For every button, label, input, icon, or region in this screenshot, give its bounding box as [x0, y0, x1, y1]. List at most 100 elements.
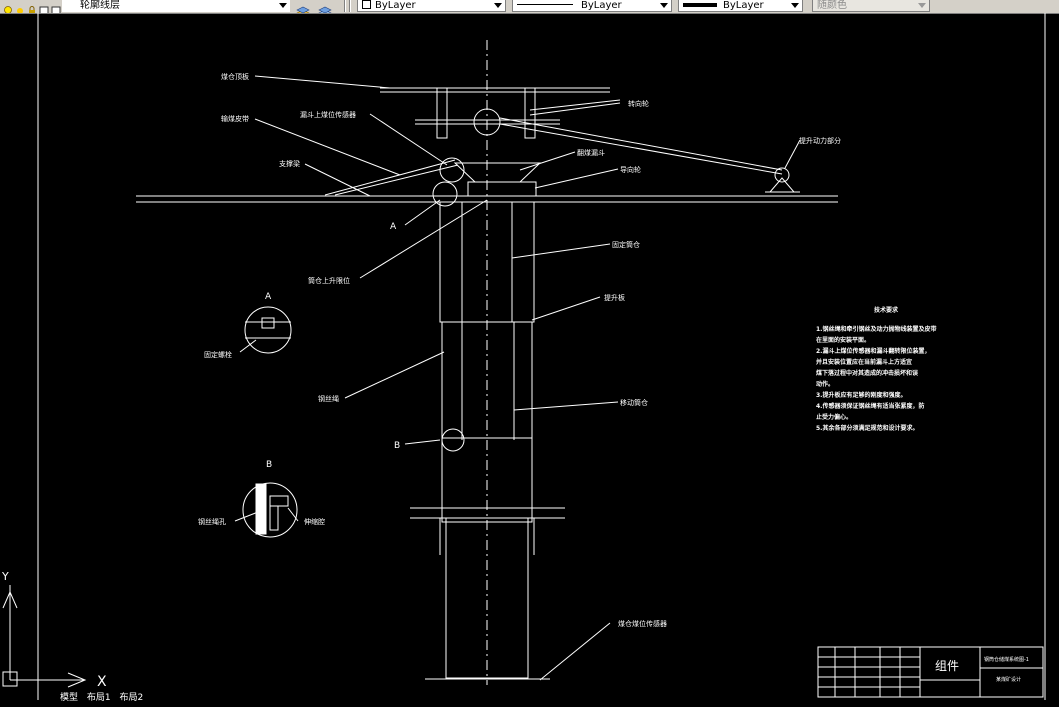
title-block-frame [817, 646, 1044, 698]
lower-tube [445, 517, 529, 679]
label-wire-rope: 钢丝绳 [318, 394, 339, 403]
top-post-right [524, 87, 536, 139]
flip-hopper-shape [453, 162, 542, 183]
leader-line [519, 151, 576, 171]
leader-line [287, 507, 299, 522]
label-fixed-bolt: 固定螺栓 [204, 350, 232, 359]
conveyor-pulley [439, 157, 465, 183]
ucs-y-arrow [2, 590, 18, 609]
linetype-dropdown[interactable]: ByLayer [512, 0, 672, 12]
leader-line [404, 439, 441, 445]
layer-dropdown[interactable]: 轮廓线层 [62, 0, 290, 12]
leader-line [784, 139, 801, 169]
detail-a-circle [432, 181, 458, 207]
callout-a: A [390, 222, 397, 232]
label-hoist-power: 提升动力部分 [799, 136, 841, 145]
leader-line [534, 168, 619, 189]
layer-previous-icon[interactable] [318, 1, 332, 13]
sun-icon[interactable] [15, 1, 25, 13]
callout-b: B [394, 441, 400, 451]
properties-toolbar: 轮廓线层 ByLayer ByLayer ByLayer 随颜色 [0, 0, 1059, 14]
color-dropdown[interactable]: ByLayer [357, 0, 506, 12]
plot-style-dropdown: 随颜色 [812, 0, 930, 12]
hoist-drum [774, 167, 790, 183]
tab-layout1[interactable]: 布局1 [86, 693, 111, 703]
label-detail-b: B [266, 460, 272, 470]
label-silo-level-sensor: 煤仓煤位传感器 [618, 619, 667, 628]
conveyor-belt-line [334, 164, 459, 196]
guide-line [529, 99, 621, 111]
label-flip-hopper: 翻煤漏斗 [577, 148, 605, 157]
tech-requirements: 技术要求 1.钢丝绳和牵引钢丝及动力抛物线装置及皮带 在里面的安装平面。 2.漏… [816, 306, 936, 432]
cad-drawing[interactable]: 煤仓顶板 输煤皮带 漏斗上煤位传感器 支撑梁 转向轮 提升动力部分 翻煤漏斗 导… [0, 13, 1059, 703]
label-tube-upper-limit: 筒仓上升限位 [308, 276, 350, 285]
hoist-base [768, 177, 796, 193]
toolbar-separator [344, 0, 346, 12]
label-guide-wheel: 导向轮 [620, 165, 641, 174]
layer-swatch-icon[interactable] [51, 1, 61, 13]
detail-b-circle [441, 428, 465, 452]
turn-wheel-shape [473, 108, 501, 136]
detail-b-seal [269, 495, 289, 507]
label-wire-rope-hole: 钢丝绳孔 [198, 517, 226, 526]
lineweight-sample [683, 3, 717, 7]
leader-line [539, 622, 611, 681]
linetype-value: ByLayer [581, 0, 622, 11]
leader-line [529, 102, 621, 116]
detail-b-view [242, 482, 298, 538]
label-rubber-seal: 伸缩腔 [304, 517, 325, 526]
tech-req-line: 动作。 [816, 380, 834, 388]
color-swatch-icon [362, 0, 371, 9]
label-lift-plate: 提升板 [604, 293, 625, 302]
tab-model[interactable]: 模型 [60, 693, 79, 703]
ucs-y-label: Y [1, 570, 9, 583]
chevron-down-icon [791, 3, 799, 8]
leader-line [531, 296, 601, 321]
label-hopper-sensor: 漏斗上煤位传感器 [300, 110, 356, 119]
color-value: ByLayer [375, 0, 416, 11]
tab-layout2[interactable]: 布局2 [119, 693, 144, 703]
lineweight-dropdown[interactable]: ByLayer [678, 0, 803, 12]
chevron-down-icon [494, 3, 502, 8]
label-support-beam: 支撑梁 [279, 159, 300, 168]
detail-a-view [244, 306, 292, 354]
leader-line [304, 163, 371, 197]
leader-line [344, 351, 445, 399]
tech-req-line: 并且安装位置应在当前漏斗上方适宜 [816, 358, 912, 366]
top-post-left [436, 87, 448, 139]
color-square-icon[interactable] [39, 1, 49, 13]
hopper-base [467, 181, 537, 197]
leader-line [239, 339, 257, 353]
leader-line [404, 199, 441, 226]
ucs-x-label: X [97, 674, 107, 690]
leader-line [511, 243, 611, 259]
conveyor-belt-line [324, 159, 456, 196]
label-conveyor-belt: 输煤皮带 [221, 114, 249, 123]
layer-name: 轮廓线层 [80, 0, 120, 11]
lock-icon[interactable] [27, 1, 37, 13]
chevron-down-icon [918, 3, 926, 8]
label-turn-wheel: 转向轮 [628, 99, 649, 108]
plot-style-value: 随颜色 [817, 0, 847, 11]
leader-line [234, 511, 259, 522]
tech-req-line: 煤下落过程中对其造成的冲击损坏和误 [816, 369, 919, 377]
chevron-down-icon [660, 3, 668, 8]
title-block-subtitle: 某煤矿设计 [996, 676, 1021, 683]
leader-line [254, 118, 401, 176]
tech-req-title: 技术要求 [874, 306, 899, 314]
toolbar-separator [349, 0, 351, 12]
title-block-drawing-no: 钢筒仓储煤系统图-1 [984, 656, 1029, 663]
tech-req-line: 4.传感器须保证钢丝绳有适当张紧度，防 [816, 402, 924, 410]
layout-tabs: 模型 布局1 布局2 [60, 694, 149, 703]
moving-tube-outer [441, 321, 533, 523]
leader-line [359, 199, 488, 279]
hoist-rope [499, 117, 783, 171]
layer-manager-icon[interactable] [296, 1, 310, 13]
lightbulb-icon[interactable] [3, 1, 13, 13]
drawing-canvas[interactable]: 煤仓顶板 输煤皮带 漏斗上煤位传感器 支撑梁 转向轮 提升动力部分 翻煤漏斗 导… [0, 13, 1059, 703]
label-silo-roof: 煤仓顶板 [221, 72, 249, 81]
tech-req-line: 1.钢丝绳和牵引钢丝及动力抛物线装置及皮带 [816, 325, 936, 333]
title-block-title: 组件 [935, 659, 959, 673]
detail-b-seal [269, 505, 279, 531]
label-moving-tube: 移动筒仓 [620, 398, 648, 407]
